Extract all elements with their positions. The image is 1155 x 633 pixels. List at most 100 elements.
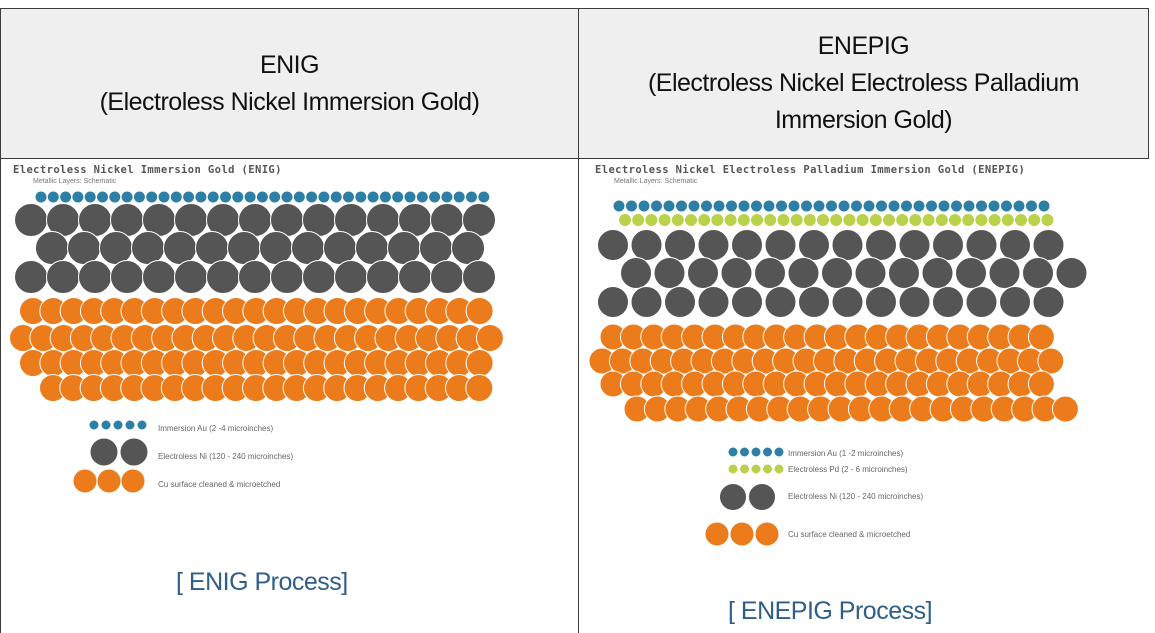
enig-ni-sphere — [419, 231, 453, 265]
enepig-au-sphere — [1037, 199, 1051, 213]
enepig-ni-sphere — [932, 286, 964, 318]
enepig-legend-cu-swatch — [704, 521, 730, 547]
enig-ni-sphere — [291, 231, 325, 265]
enepig-pd-sphere — [868, 213, 883, 227]
enepig-ni-sphere — [821, 257, 853, 289]
enig-legend-cu-swatch — [72, 468, 98, 494]
enepig-ni-sphere — [787, 257, 820, 289]
enig-au-sphere — [280, 190, 294, 204]
enig-au-sphere — [206, 190, 220, 204]
enepig-ni-sphere — [697, 286, 730, 318]
enepig-pd-sphere — [1014, 213, 1028, 227]
enepig-pd-sphere — [710, 213, 725, 227]
enepig-au-sphere — [750, 199, 763, 213]
enepig-au-sphere — [950, 199, 963, 213]
enig-au-sphere — [305, 190, 319, 204]
enepig-au-sphere — [850, 199, 863, 213]
enepig-pd-sphere — [987, 213, 1002, 227]
enepig-ni-sphere — [1032, 229, 1065, 261]
enepig-au-sphere — [987, 199, 1001, 213]
enepig-au-sphere — [712, 199, 726, 213]
enig-au-sphere — [59, 190, 73, 204]
enepig-pd-sphere — [750, 213, 764, 227]
enepig-pd-sphere — [934, 213, 949, 227]
enepig-ni-sphere — [798, 286, 830, 318]
enig-au-sphere — [132, 190, 146, 204]
enig-ni-sphere — [462, 260, 496, 294]
enig-cu-sphere — [475, 324, 504, 352]
enepig-au-sphere — [975, 199, 988, 213]
enepig-au-sphere — [625, 199, 638, 213]
enepig-au-sphere — [925, 199, 938, 213]
header-enig-line-2: (Electroless Nickel Immersion Gold) — [99, 87, 480, 116]
enepig-legend-au-swatch — [762, 446, 773, 458]
enepig-au-sphere — [887, 199, 901, 213]
enig-au-sphere — [231, 190, 245, 204]
enepig-au-sphere — [700, 199, 713, 213]
enig-ni-sphere — [131, 231, 165, 265]
enig-ni-sphere — [387, 231, 421, 265]
enepig-ni-sphere — [754, 257, 786, 289]
enig-legend-cu-swatch — [96, 468, 122, 494]
enepig-ni-sphere — [697, 229, 730, 261]
enepig-au-sphere — [787, 199, 801, 213]
enepig-legend-cu-swatch — [754, 521, 780, 547]
enig-au-sphere — [157, 190, 171, 204]
enepig-pd-sphere — [829, 213, 844, 227]
enepig-ni-sphere — [1022, 257, 1054, 289]
enig-ni-sphere — [99, 231, 133, 265]
enepig-pd-sphere — [776, 213, 791, 227]
enig-legend-ni: Electroless Ni (120 - 240 microinches) — [158, 452, 294, 461]
enepig-ni-sphere — [664, 229, 696, 261]
table-left-border — [0, 8, 1, 633]
enepig-pd-sphere — [882, 213, 896, 227]
enig-au-sphere — [169, 190, 183, 204]
enig-au-sphere — [71, 190, 85, 204]
enig-au-sphere — [83, 190, 97, 204]
enepig-ni-sphere — [921, 257, 954, 289]
enig-au-sphere — [415, 190, 429, 204]
enepig-pd-sphere — [723, 213, 738, 227]
enig-ni-sphere — [195, 231, 229, 265]
enig-au-sphere — [440, 190, 454, 204]
enepig-ni-sphere — [932, 229, 964, 261]
enepig-ni-sphere — [731, 229, 763, 261]
enepig-au-sphere — [1025, 199, 1038, 213]
enig-ni-sphere — [238, 260, 272, 294]
enepig-pd-sphere — [1027, 213, 1042, 227]
enepig-pd-sphere — [921, 213, 936, 227]
enig-figure-subtitle: Metallic Layers: Schematic — [33, 178, 117, 185]
enig-ni-sphere — [67, 231, 101, 265]
header-enepig: ENEPIG (Electroless Nickel Electroless P… — [579, 9, 1148, 158]
enig-ni-sphere — [206, 260, 240, 294]
enepig-pd-sphere — [802, 213, 817, 227]
enig-legend-au-swatch — [136, 419, 148, 431]
enig-au-sphere — [378, 190, 392, 204]
enepig-pd-sphere — [684, 213, 698, 227]
column-divider — [578, 8, 579, 633]
enepig-legend-pd-swatch — [739, 463, 750, 475]
enig-figure-title: Electroless Nickel Immersion Gold (ENIG) — [13, 164, 282, 176]
enig-legend-au-swatch — [124, 419, 136, 431]
enepig-legend-au-swatch — [727, 446, 739, 458]
enepig-au-sphere — [912, 199, 926, 213]
enig-legend-au-swatch — [88, 419, 100, 431]
enepig-legend-pd-swatch — [727, 463, 739, 475]
enepig-pd-sphere — [1040, 213, 1055, 227]
enepig-pd-sphere — [644, 213, 659, 227]
enepig-pd-sphere — [948, 213, 962, 227]
header-enig-line-1: ENIG — [259, 50, 320, 79]
enig-ni-sphere — [174, 260, 208, 294]
enepig-caption: [ ENEPIG Process] — [728, 597, 933, 625]
enig-au-sphere — [317, 190, 331, 204]
enepig-ni-sphere — [831, 229, 864, 261]
enepig-au-sphere — [762, 199, 776, 213]
enig-au-sphere — [34, 190, 48, 204]
enepig-ni-sphere — [988, 257, 1021, 289]
enig-cu-sphere — [465, 349, 494, 377]
enig-legend-au-swatch — [112, 419, 124, 431]
enepig-ni-sphere — [764, 286, 797, 318]
enig-au-sphere — [452, 190, 466, 204]
header-enepig-line-2: (Electroless Nickel Electroless Palladiu… — [647, 69, 1080, 97]
enepig-au-sphere — [800, 199, 813, 213]
